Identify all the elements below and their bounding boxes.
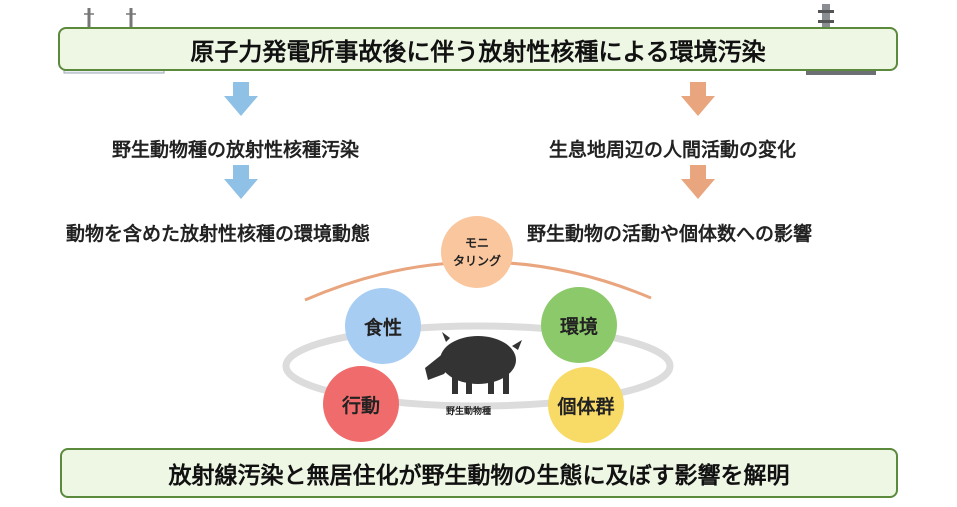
header-box: 原子力発電所事故後に伴う放射性核種による環境汚染 [58, 27, 898, 71]
conclusion-box: 放射線汚染と無居住化が野生動物の生態に及ぼす影響を解明 [60, 448, 898, 498]
arrow-down-icon [224, 82, 258, 116]
diet-label: 食性 [363, 316, 402, 339]
arrow-down-icon [224, 165, 258, 199]
monitoring-label-line2: タリング [452, 254, 501, 268]
environment-label: 環境 [559, 315, 598, 338]
diet-circle: 食性 [345, 288, 421, 364]
group-circle: 個体群 [548, 367, 624, 443]
monitoring-label-line1: モニ [464, 236, 489, 250]
group-label: 個体群 [557, 395, 615, 418]
right-item-2: 野生動物の活動や個体数への影響 [527, 223, 813, 245]
left-item-2: 動物を含めた放射性核種の環境動態 [66, 223, 371, 245]
monitoring-circle: モニ タリング [441, 216, 513, 288]
right-item-1: 生息地周辺の人間活動の変化 [549, 139, 797, 161]
ecology-ring [282, 322, 674, 410]
animal-label: 野生動物種 [446, 407, 492, 417]
left-item-1: 野生動物種の放射性核種汚染 [112, 139, 360, 161]
behavior-label: 行動 [341, 394, 380, 417]
arrow-down-icon [681, 165, 715, 199]
boar-icon [425, 332, 522, 394]
arrow-down-icon [681, 82, 715, 116]
conclusion-text: 放射線汚染と無居住化が野生動物の生態に及ぼす影響を解明 [168, 463, 790, 489]
header-title: 原子力発電所事故後に伴う放射性核種による環境汚染 [190, 37, 766, 66]
behavior-circle: 行動 [323, 366, 399, 442]
environment-circle: 環境 [541, 287, 617, 363]
